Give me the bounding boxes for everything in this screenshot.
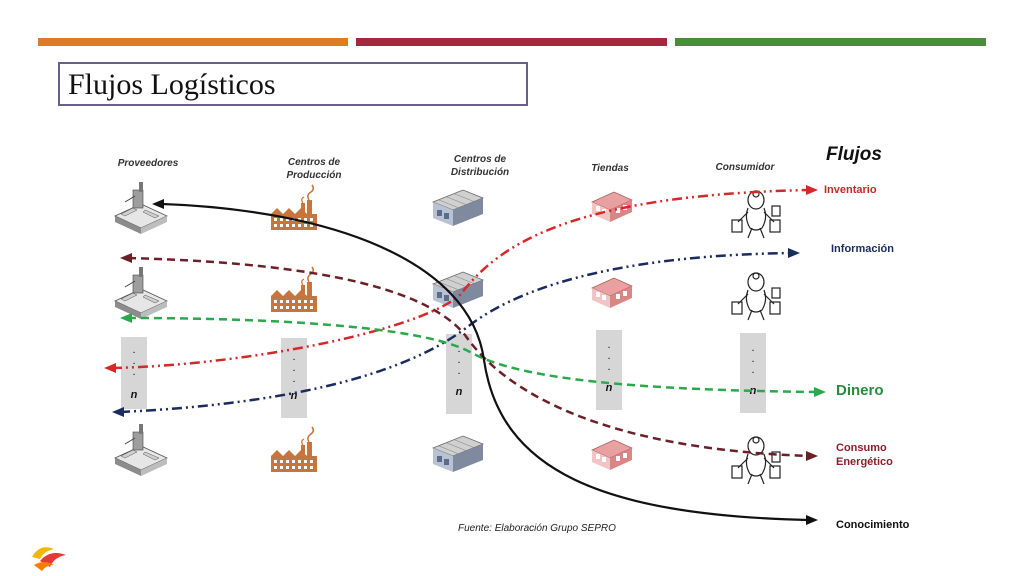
flow-informacion-tail-arrowhead (112, 407, 124, 417)
flow-inventario-arrowhead (806, 185, 818, 195)
placeholder-column-tiendas: . . . n (596, 330, 622, 410)
crimson-accent-bar (356, 38, 667, 46)
label-produccion-line1: Centros de (287, 157, 341, 168)
flows-heading: Flujos (826, 144, 882, 165)
label-produccion-line2: Producción (286, 170, 342, 181)
flow-informacion-line (119, 251, 793, 414)
placeholder-n: n (455, 386, 463, 398)
flow-dinero-label: Dinero (836, 382, 884, 399)
placeholder-column-consumidor: . . . n (740, 333, 766, 413)
placeholder-dots: . . . (132, 344, 136, 378)
label-distribucion-line1: Centros de (453, 154, 507, 165)
supplier-plant-icon (114, 181, 168, 235)
flow-conocimiento-tail-arrowhead (152, 199, 164, 209)
flow-conocimiento-line (161, 202, 809, 522)
placeholder-n: n (290, 390, 298, 402)
flow-consumo-line (127, 256, 811, 458)
supplier-plant-icon (114, 423, 168, 477)
placeholder-dots: . . . (457, 343, 461, 377)
placeholder-column-distribucion: . . . n (446, 334, 472, 414)
label-produccion: Centros de Producción (268, 156, 360, 182)
flow-inventario-line (111, 188, 811, 370)
flow-consumo-arrowhead (806, 451, 818, 461)
flow-consumo-line1: Consumo (836, 442, 887, 454)
flow-conocimiento-label: Conocimiento (836, 519, 910, 531)
label-proveedores: Proveedores (117, 158, 179, 169)
warehouse-icon (432, 189, 484, 227)
source-caption: Fuente: Elaboración Grupo SEPRO (458, 523, 616, 534)
placeholder-n: n (130, 389, 138, 401)
orange-accent-bar (38, 38, 348, 46)
placeholder-n: n (605, 382, 613, 394)
shop-icon (591, 277, 633, 309)
green-accent-bar (675, 38, 986, 46)
flow-consumo-tail-arrowhead (120, 253, 132, 263)
flow-informacion-label: Información (831, 243, 894, 255)
flow-inventario-label: Inventario (824, 184, 877, 196)
consumer-icon (731, 272, 781, 321)
placeholder-dots: . . . (751, 342, 755, 376)
flow-consumo-line2: Energético (836, 456, 893, 468)
flow-inventario-tail-arrowhead (104, 363, 116, 373)
consumer-icon (731, 190, 781, 239)
flow-dinero-line (127, 316, 819, 394)
flow-dinero-tail-arrowhead (120, 313, 132, 323)
title-box: Flujos Logísticos (58, 62, 528, 106)
placeholder-column-proveedores: . . . n (121, 337, 147, 409)
page-title: Flujos Logísticos (68, 68, 276, 101)
label-consumidor: Consumidor (715, 162, 775, 173)
label-distribucion-line2: Distribución (450, 167, 510, 178)
label-tiendas: Tiendas (591, 163, 629, 174)
placeholder-n: n (749, 385, 757, 397)
placeholder-dots: . . . (607, 339, 611, 373)
shop-icon (591, 439, 633, 471)
brand-logo-icon (32, 547, 66, 571)
factory-icon (270, 426, 318, 473)
flow-consumo-label: Consumo Energético (836, 441, 893, 469)
flow-conocimiento-arrowhead (806, 515, 818, 525)
supplier-plant-icon (114, 266, 168, 320)
label-distribucion: Centros de Distribución (434, 153, 526, 179)
flow-dinero-arrowhead (814, 387, 826, 397)
warehouse-icon (432, 435, 484, 473)
flow-informacion-arrowhead (788, 248, 800, 258)
consumer-icon (731, 436, 781, 485)
placeholder-column-produccion: . . . n (281, 338, 307, 418)
placeholder-dots: . . . (292, 351, 296, 385)
